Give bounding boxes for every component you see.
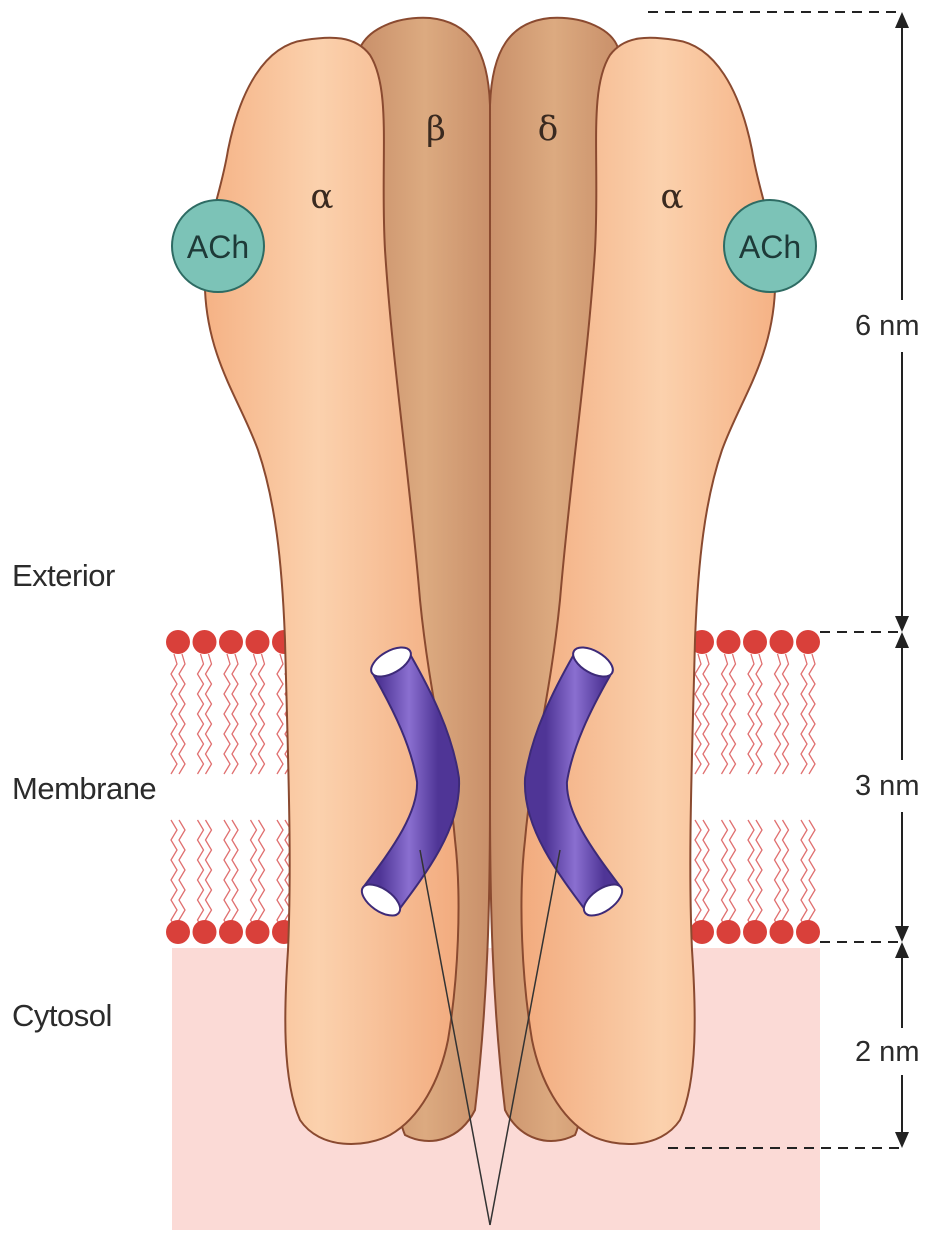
subunit-label-alpha-right: α: [661, 177, 684, 217]
ach-ligand-right: ACh: [724, 200, 816, 292]
lipid-tail: [259, 654, 265, 774]
lipid-bilayer-left: [166, 630, 296, 944]
subunit-label-beta: β: [426, 109, 446, 149]
dimension-label-3nm: 3 nm: [855, 770, 919, 803]
lipid-tail: [198, 654, 204, 774]
lipid-tail: [756, 654, 762, 774]
ach-label-right: ACh: [739, 229, 801, 265]
lipid-head: [246, 630, 270, 654]
lipid-head: [219, 630, 243, 654]
ach-ligand-left: ACh: [172, 200, 264, 292]
lipid-head: [690, 920, 714, 944]
lipid-head: [743, 920, 767, 944]
lipid-head: [717, 920, 741, 944]
lipid-tail: [277, 654, 283, 774]
lipid-tail: [809, 654, 815, 774]
subunit-label-delta: δ: [538, 109, 558, 149]
lipid-tail: [695, 654, 701, 774]
lipid-tail: [251, 654, 257, 774]
membrane-label: Membrane: [12, 771, 156, 807]
lipid-tail: [783, 654, 789, 774]
lipid-tail: [748, 654, 754, 774]
lipid-head: [219, 920, 243, 944]
dimension-label-6nm: 6 nm: [855, 310, 919, 343]
cytosol-label: Cytosol: [12, 998, 112, 1034]
lipid-tail: [206, 654, 212, 774]
lipid-head: [193, 630, 217, 654]
dimension-label-2nm: 2 nm: [855, 1036, 919, 1069]
lipid-head: [796, 920, 820, 944]
lipid-tail: [730, 654, 736, 774]
lipid-tail: [224, 654, 230, 774]
ach-label-left: ACh: [187, 229, 249, 265]
lipid-head: [246, 920, 270, 944]
lipid-head: [166, 630, 190, 654]
lipid-head: [166, 920, 190, 944]
lipid-tail: [703, 654, 709, 774]
lipid-head: [770, 630, 794, 654]
lipid-tail: [775, 654, 781, 774]
exterior-label: Exterior: [12, 558, 115, 594]
lipid-tail: [801, 654, 807, 774]
lipid-tail: [722, 654, 728, 774]
lipid-head: [743, 630, 767, 654]
lipid-head: [770, 920, 794, 944]
lipid-head: [717, 630, 741, 654]
lipid-tail: [179, 654, 185, 774]
lipid-tail: [232, 654, 238, 774]
lipid-tail: [171, 654, 177, 774]
subunit-label-alpha-left: α: [311, 177, 334, 217]
lipid-bilayer-right: [690, 630, 820, 944]
lipid-head: [193, 920, 217, 944]
lipid-head: [796, 630, 820, 654]
